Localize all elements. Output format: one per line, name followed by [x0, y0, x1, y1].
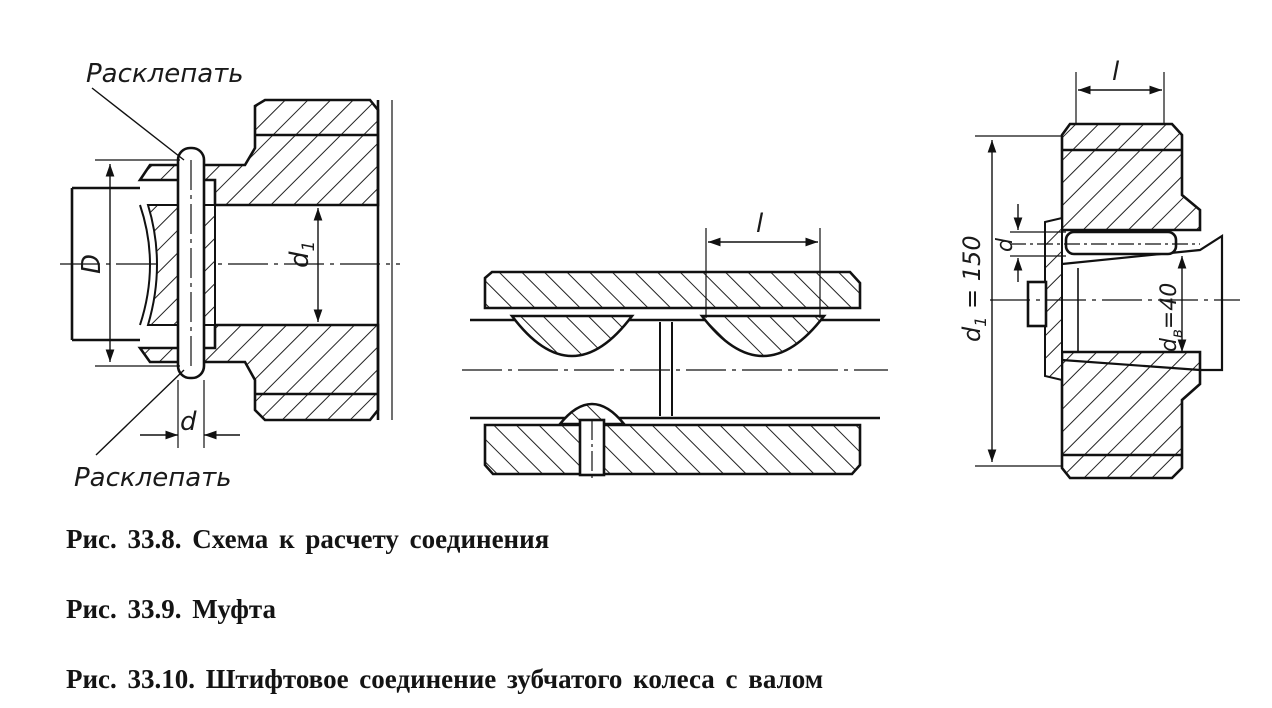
- callout-rivet-top: Расклепать: [86, 59, 244, 89]
- segment-key-left: [509, 314, 635, 358]
- dim-label-l: l: [756, 209, 764, 239]
- svg-text:d1: d1: [285, 241, 319, 268]
- coupling-upper-wall: [483, 270, 862, 310]
- dim-label-d1: d1: [285, 241, 319, 268]
- svg-text:d1 = 150: d1 = 150: [958, 235, 990, 342]
- caption-figure-33-8: Рис. 33.8. Схема к расчету соединения: [66, 524, 550, 554]
- technical-drawings: Расклепать Расклепать D d1 d l: [60, 57, 1240, 493]
- figure-33-10-drawing: [975, 72, 1240, 480]
- dim-label-d1-150: d1 = 150: [958, 235, 990, 342]
- dim-label-d: d: [180, 407, 197, 437]
- tangential-pin: [1064, 230, 1178, 256]
- dim-label-l-gear: l: [1112, 57, 1120, 87]
- figure-33-8-drawing: [60, 87, 400, 456]
- dim-label-dv-40: dв=40: [1157, 283, 1186, 352]
- gear-lower-section: [1060, 350, 1202, 480]
- gear-upper-section: [1060, 122, 1202, 232]
- svg-text:dв=40: dв=40: [1157, 283, 1186, 352]
- coupling-lower-wall: [483, 423, 862, 476]
- set-screw: [557, 402, 627, 426]
- hub-upper-section: [137, 98, 380, 207]
- segment-key-right: [699, 314, 827, 358]
- hub-lower-section: [137, 323, 380, 422]
- callout-rivet-bottom: Расклепать: [74, 463, 232, 493]
- dim-label-D: D: [77, 254, 107, 274]
- dim-label-d-pin: d: [993, 237, 1018, 252]
- caption-figure-33-9: Рис. 33.9. Муфта: [66, 594, 277, 624]
- figure-33-9-drawing: [462, 228, 888, 480]
- caption-figure-33-10: Рис. 33.10. Штифтовое соединение зубчато…: [66, 664, 824, 694]
